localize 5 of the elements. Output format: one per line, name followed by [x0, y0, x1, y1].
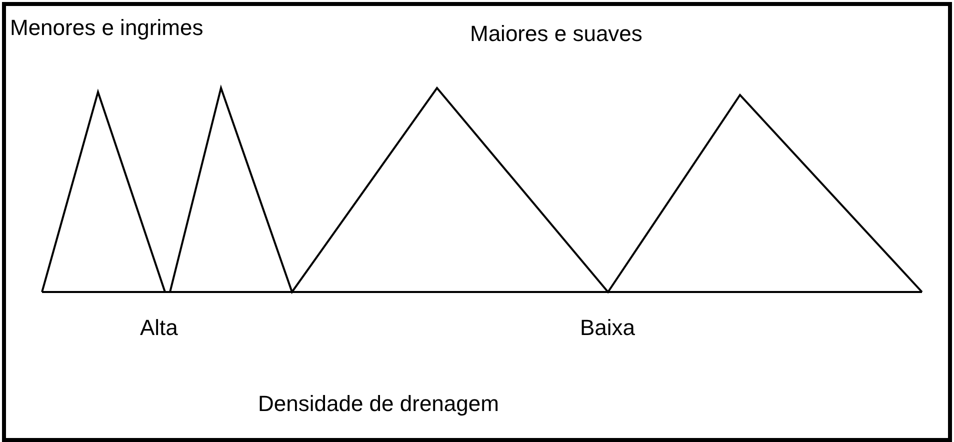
slope-label: Maiores e suaves — [470, 22, 642, 46]
density-label: Baixa — [580, 316, 636, 340]
axis-title: Densidade de drenagem — [258, 392, 499, 416]
slope-label: Menores e ingrimes — [10, 16, 204, 40]
density-label: Alta — [140, 316, 178, 340]
